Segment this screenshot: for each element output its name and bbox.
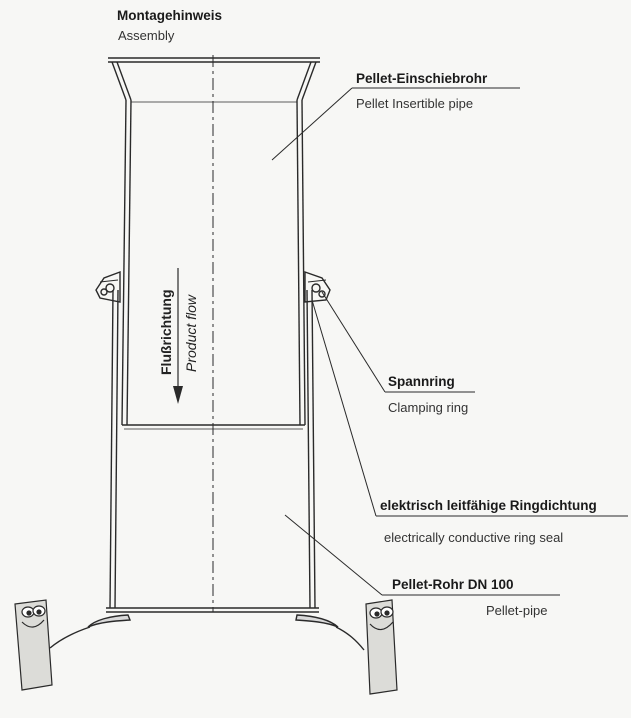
foot-right — [295, 614, 339, 628]
pellet-pipe-label-de: Pellet-Rohr DN 100 — [392, 577, 514, 592]
ring-seal-label-en: electrically conductive ring seal — [384, 530, 564, 545]
clamping-ring-label-en: Clamping ring — [388, 400, 469, 415]
flow-direction-en: Product flow — [183, 294, 199, 372]
foot-left — [87, 614, 132, 628]
leader-ring-seal — [311, 299, 377, 517]
flow-direction-de: Flußrichtung — [158, 289, 174, 375]
insert-pipe-label-en: Pellet Insertible pipe — [356, 96, 474, 111]
clamping-ring-right — [304, 271, 331, 303]
clamping-ring-left — [95, 270, 121, 303]
mascot-right — [365, 599, 398, 695]
title-en: Assembly — [118, 28, 175, 43]
flow-arrow-head — [173, 386, 183, 404]
leader-insert-pipe — [271, 87, 353, 161]
title-de: Montagehinweis — [117, 8, 223, 23]
mascot-left — [14, 599, 53, 691]
insert-pipe-label-de: Pellet-Einschiebrohr — [356, 71, 488, 86]
leader-clamping-ring — [321, 291, 386, 393]
insert-pipe-flange — [108, 57, 320, 103]
pellet-pipe-label-en: Pellet-pipe — [486, 603, 548, 618]
ring-seal-label-de: elektrisch leitfähige Ringdichtung — [380, 498, 597, 513]
clamping-ring-label-de: Spannring — [388, 374, 455, 389]
leader-pellet-pipe — [284, 514, 383, 596]
